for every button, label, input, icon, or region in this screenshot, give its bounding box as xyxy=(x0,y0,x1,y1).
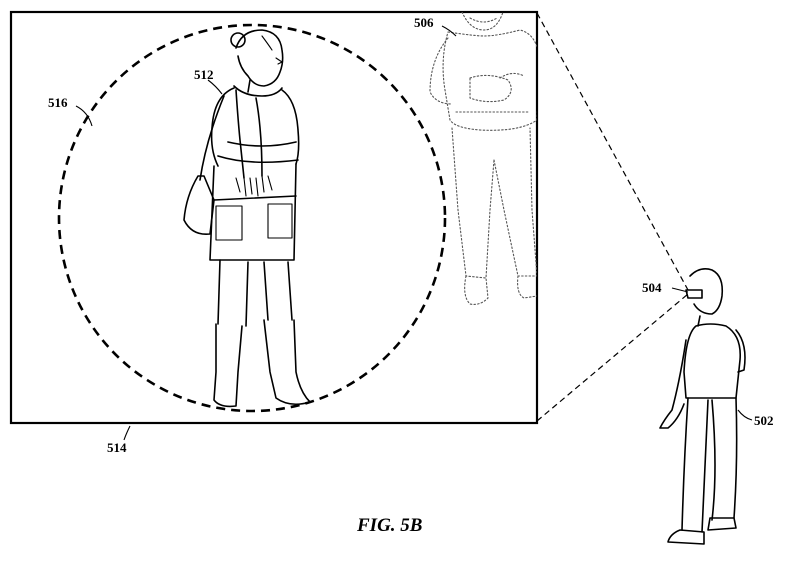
label-506: 506 xyxy=(414,15,434,30)
field-of-view-frame xyxy=(9,10,539,425)
label-514: 514 xyxy=(107,440,127,455)
figure-caption: FIG. 5B xyxy=(356,515,422,536)
view-cone-lines xyxy=(536,12,689,422)
target-person-drawing xyxy=(183,29,311,408)
viewer-person-drawing xyxy=(659,268,746,545)
label-504: 504 xyxy=(642,280,662,295)
label-516: 516 xyxy=(48,95,68,110)
label-502: 502 xyxy=(754,413,774,428)
background-person-drawing xyxy=(429,12,537,305)
label-512: 512 xyxy=(194,67,214,82)
focus-region-circle xyxy=(57,23,447,413)
leader-lines xyxy=(75,25,753,441)
